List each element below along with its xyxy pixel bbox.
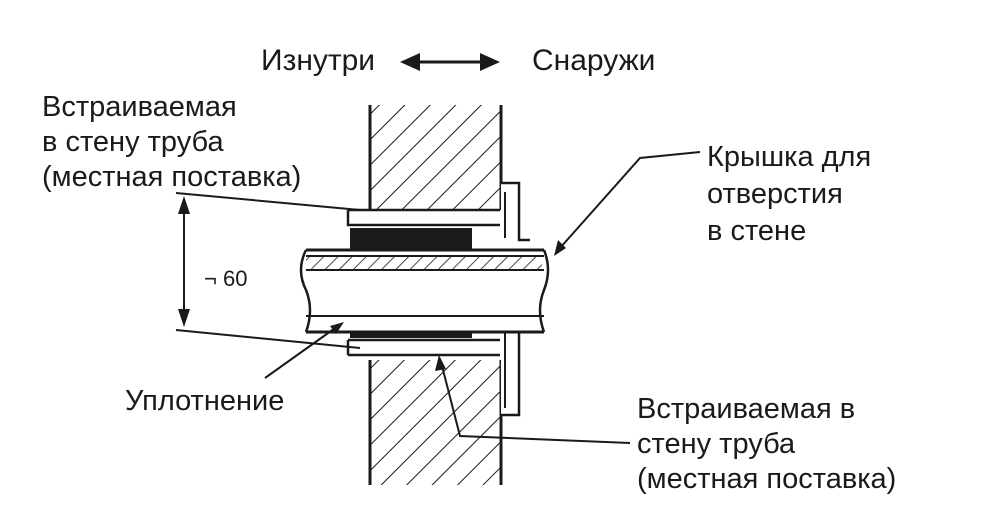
label-line: (местная поставка) [637,463,897,495]
seal-label: Уплотнение [125,385,285,417]
outside-label: Снаружи [532,44,656,77]
label-line: стену труба [637,428,796,460]
label-line: в стене [707,215,807,247]
label-line: (местная поставка) [42,161,302,193]
label-line: Крышка для [707,141,872,173]
label-line: Встраиваемая [42,91,237,123]
pipe [299,248,550,334]
label-line: отверстия [707,178,843,210]
label-line: в стену труба [42,126,224,158]
label-line: Встраиваемая в [637,393,856,425]
direction-arrow [400,53,500,71]
inside-label: Изнутри [261,44,376,77]
dimension-label: ¬ 60 [204,266,248,291]
leader-lines [264,151,701,444]
dimension-lines [175,192,361,349]
